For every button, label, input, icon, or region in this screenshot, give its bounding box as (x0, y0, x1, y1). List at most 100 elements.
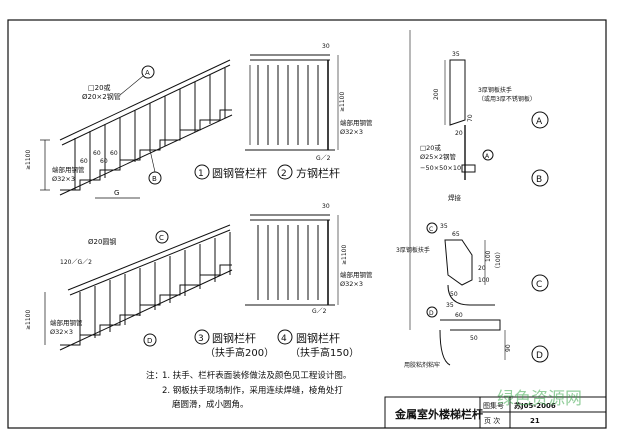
dim-70: 70 (467, 114, 474, 122)
dim-65: 65 (452, 231, 460, 238)
dim-35c: 35 (446, 302, 454, 309)
dim-30a: 30 (322, 43, 330, 50)
label-tube32d: Ø32×3 (340, 280, 363, 288)
label-end-tube3: 端部用钢管 (50, 318, 83, 327)
label-tube32: Ø32×3 (52, 175, 75, 183)
label-handrail3c: 3厚钢板扶手 (396, 246, 430, 254)
dim-g2b: G／2 (312, 308, 327, 315)
panel-3-drawing (44, 224, 233, 351)
dim-50: 50 (450, 291, 458, 298)
label-h1100d: ≥1100 (341, 245, 348, 265)
detail-marker-d: D (536, 351, 543, 361)
panel-4-drawing (245, 214, 339, 306)
panel-4-sub: （扶手高150） (290, 346, 359, 359)
panel-4-num: 4 (281, 334, 287, 344)
detail-c-callout-circle (426, 222, 438, 234)
note-2a: 2. 钢板扶手现场制作，采用连续焊缝，棱角处打 (162, 385, 343, 396)
dim-100b: （100） (495, 249, 502, 272)
label-tube20: Ø20×2钢管 (82, 92, 121, 101)
label-h1100b: ≥1100 (339, 92, 346, 112)
callout-c2: C (429, 226, 433, 233)
notes-prefix: 注： (146, 370, 163, 381)
dim-35b: 35 (440, 223, 448, 230)
callout-a2: A (485, 153, 490, 160)
label-end-tube4: 端部用钢管 (340, 270, 373, 279)
label-rod20: Ø20圆钢 (88, 237, 116, 246)
dim-60d: 60 (100, 158, 108, 165)
callout-c1: C (159, 234, 164, 242)
label-tube32b: Ø32×3 (340, 128, 363, 136)
sheet-border (7, 19, 607, 429)
label-end-tube2: 端部用钢管 (340, 118, 373, 127)
label-sq20b: □20或 (420, 143, 441, 152)
panel-3-num: 3 (198, 334, 204, 344)
note-1: 1. 扶手、栏杆表面装修做法及颜色见工程设计图。 (162, 370, 351, 381)
dim-35: 35 (452, 51, 460, 58)
panel-2-title: 方钢栏杆 (296, 166, 340, 180)
title-block-atlas-label: 图集号 (483, 401, 504, 410)
panel-1-num: 1 (198, 169, 204, 179)
watermark: 绿色资源网 (497, 389, 582, 409)
label-h1100c: ≥1100 (25, 310, 32, 330)
dim-30b: 30 (322, 203, 330, 210)
panel-4-title: 圆钢栏杆 (296, 331, 340, 345)
detail-marker-a: A (536, 117, 543, 127)
title-block-page-label: 页 次 (484, 416, 500, 425)
dim-60a: 60 (93, 150, 101, 157)
label-handrail3b: （或用3厚不锈钢板） (478, 95, 536, 103)
detail-marker-b: B (536, 175, 542, 185)
title-block-title: 金属室外楼梯栏杆 (394, 407, 483, 421)
callout-b1: B (152, 175, 157, 183)
panel-4-num-circle (277, 329, 293, 345)
dim-60e: 60 (455, 312, 463, 319)
callout-d2: D (429, 310, 434, 317)
detail-marker-c-circle (531, 274, 549, 292)
detail-d-drawing (439, 319, 506, 366)
title-block (384, 396, 607, 429)
panel-1-title: 圆钢管栏杆 (212, 166, 267, 180)
panel-3-title: 圆钢栏杆 (212, 331, 256, 345)
callout-d1: D (147, 337, 152, 345)
label-h1100: ≥1100 (25, 150, 32, 170)
label-tube32c: Ø32×3 (50, 328, 73, 336)
detail-a-drawing (444, 59, 476, 180)
dim-90: 90 (505, 344, 512, 352)
dim-g: G (114, 189, 119, 197)
title-block-atlas-value: 苏J05-2006 (514, 401, 556, 410)
dim-100: 100 (485, 250, 492, 262)
detail-c-drawing (444, 239, 495, 306)
dim-60b: 60 (110, 150, 118, 157)
label-weld: 焊接 (448, 193, 462, 202)
callout-a1: A (145, 69, 150, 77)
dim-100c: 100 (478, 277, 490, 284)
detail-marker-b-circle (531, 169, 549, 187)
panel-1-drawing (40, 59, 233, 199)
detail-marker-c: C (536, 280, 542, 290)
dim-spacing: 120／G／2 (60, 259, 92, 266)
detail-d-callout-circle (426, 306, 438, 318)
dim-20b: 20 (478, 265, 486, 272)
detail-marker-a-circle (531, 111, 549, 129)
label-bolt: 用胶粘剂粘牢 (404, 361, 440, 369)
detail-a-callout-circle (482, 149, 494, 161)
dim-60c: 60 (80, 158, 88, 165)
label-plate: −50×50×10 (420, 164, 461, 172)
label-tube25: Ø25×2钢管 (420, 152, 456, 161)
panel-3-sub: （扶手高200） (205, 346, 274, 359)
label-end-tube: 端部用钢管 (52, 165, 85, 174)
title-block-page-value: 21 (530, 417, 540, 425)
dim-50b: 50 (470, 335, 478, 342)
panel-2-num: 2 (281, 169, 287, 179)
panel-2-drawing (245, 54, 339, 151)
dim-g2a: G／2 (316, 155, 331, 162)
dim-200: 200 (433, 88, 440, 100)
note-2b: 磨圆滑，成小圆角。 (172, 399, 249, 410)
detail-marker-d-circle (531, 345, 549, 363)
label-handrail3: 3厚钢板扶手 (478, 86, 512, 94)
label-sq20: □20或 (88, 83, 111, 92)
panel-1-num-circle (194, 164, 210, 180)
dim-20: 20 (455, 130, 463, 137)
panel-2-num-circle (277, 164, 293, 180)
